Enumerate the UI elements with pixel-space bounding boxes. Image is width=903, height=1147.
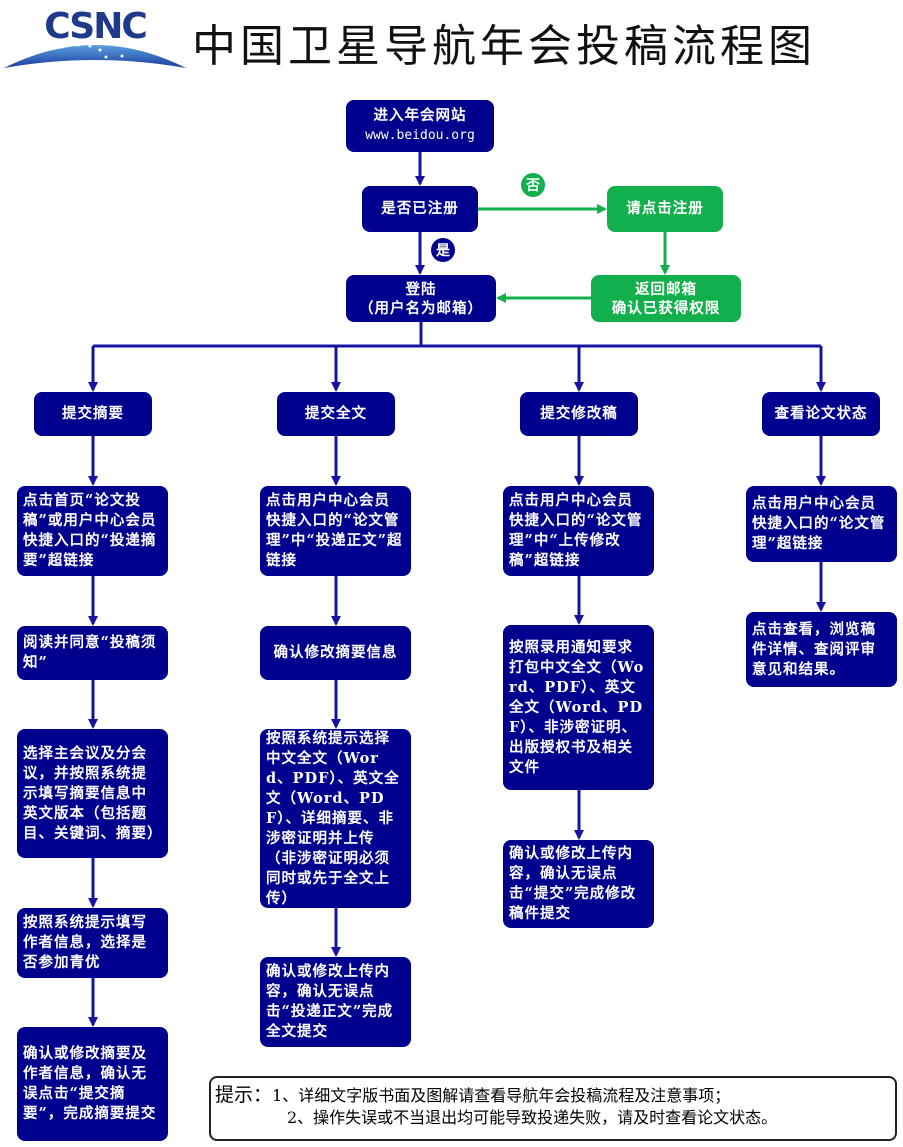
- status-step-2: 点击查看，浏览稿件详情、查阅评审意见和结果。: [746, 612, 897, 687]
- tip-2: 2、操作失误或不当退出均可能导致投递失败，请及时查看论文状态。: [287, 1108, 778, 1127]
- tips-label: 提示：: [215, 1084, 273, 1106]
- check-status-header: 查看论文状态: [762, 392, 880, 436]
- return-email-box: 返回邮箱 确认已获得权限: [591, 275, 741, 322]
- login-hint: （用户名为邮箱）: [359, 299, 483, 317]
- site-url: www.beidou.org: [365, 128, 475, 143]
- status-step-1: 点击用户中心会员快捷入口的“论文管理”超链接: [746, 486, 897, 562]
- fulltext-step-4: 确认或修改上传内容，确认无误点击“投递正文”完成全文提交: [260, 957, 411, 1047]
- abstract-step-5: 确认或修改摘要及作者信息，确认无误点击“提交摘要”，完成摘要提交: [17, 1027, 168, 1141]
- register-box: 请点击注册: [607, 186, 723, 232]
- fulltext-step-3: 按照系统提示选择中文全文（Word、PDF）、英文全文（Word、PDF）、详细…: [260, 729, 411, 908]
- abstract-step-1: 点击首页“论文投稿”或用户中心会员快捷入口的“投递摘要”超链接: [17, 486, 168, 576]
- submit-revision-header: 提交修改稿: [520, 392, 638, 436]
- revision-step-2: 按照录用通知要求打包中文全文（Word、PDF）、英文全文（Word、PDF）、…: [503, 625, 654, 790]
- revision-step-3: 确认或修改上传内容，确认无误点击“提交”完成修改稿件提交: [503, 840, 654, 928]
- yes-badge: 是: [431, 238, 455, 262]
- abstract-step-4: 按照系统提示填写作者信息，选择是否参加青优: [17, 908, 168, 978]
- fulltext-step-2: 确认修改摘要信息: [260, 626, 411, 680]
- revision-step-1: 点击用户中心会员快捷入口的“论文管理”中“上传修改稿”超链接: [503, 486, 654, 576]
- registered-decision-box: 是否已注册: [362, 186, 478, 232]
- enter-site-label: 进入年会网站: [373, 107, 467, 124]
- tips-box: 提示：1、详细文字版书面及图解请查看导航年会投稿流程及注意事项； 2、操作失误或…: [209, 1076, 897, 1141]
- login-label: 登陆: [405, 280, 437, 298]
- abstract-step-2: 阅读并同意“投稿须知”: [17, 626, 168, 680]
- confirm-permission-label: 确认已获得权限: [611, 299, 721, 317]
- no-badge: 否: [521, 173, 545, 197]
- tip-1: 1、详细文字版书面及图解请查看导航年会投稿流程及注意事项；: [272, 1086, 731, 1105]
- abstract-step-3: 选择主会议及分会议，并按照系统提示填写摘要信息中英文版本（包括题目、关键词、摘要…: [17, 729, 168, 858]
- svg-text:CSNC: CSNC: [44, 6, 146, 47]
- csnc-logo: CSNC: [4, 6, 186, 68]
- page-title: 中国卫星导航年会投稿流程图: [192, 21, 816, 72]
- submit-abstract-header: 提交摘要: [34, 392, 152, 436]
- enter-site-box: 进入年会网站 www.beidou.org: [346, 100, 494, 152]
- submit-fulltext-header: 提交全文: [277, 392, 395, 436]
- login-box: 登陆 （用户名为邮箱）: [346, 275, 496, 322]
- return-email-label: 返回邮箱: [635, 280, 697, 298]
- fulltext-step-1: 点击用户中心会员快捷入口的“论文管理”中“投递正文”超链接: [260, 486, 411, 576]
